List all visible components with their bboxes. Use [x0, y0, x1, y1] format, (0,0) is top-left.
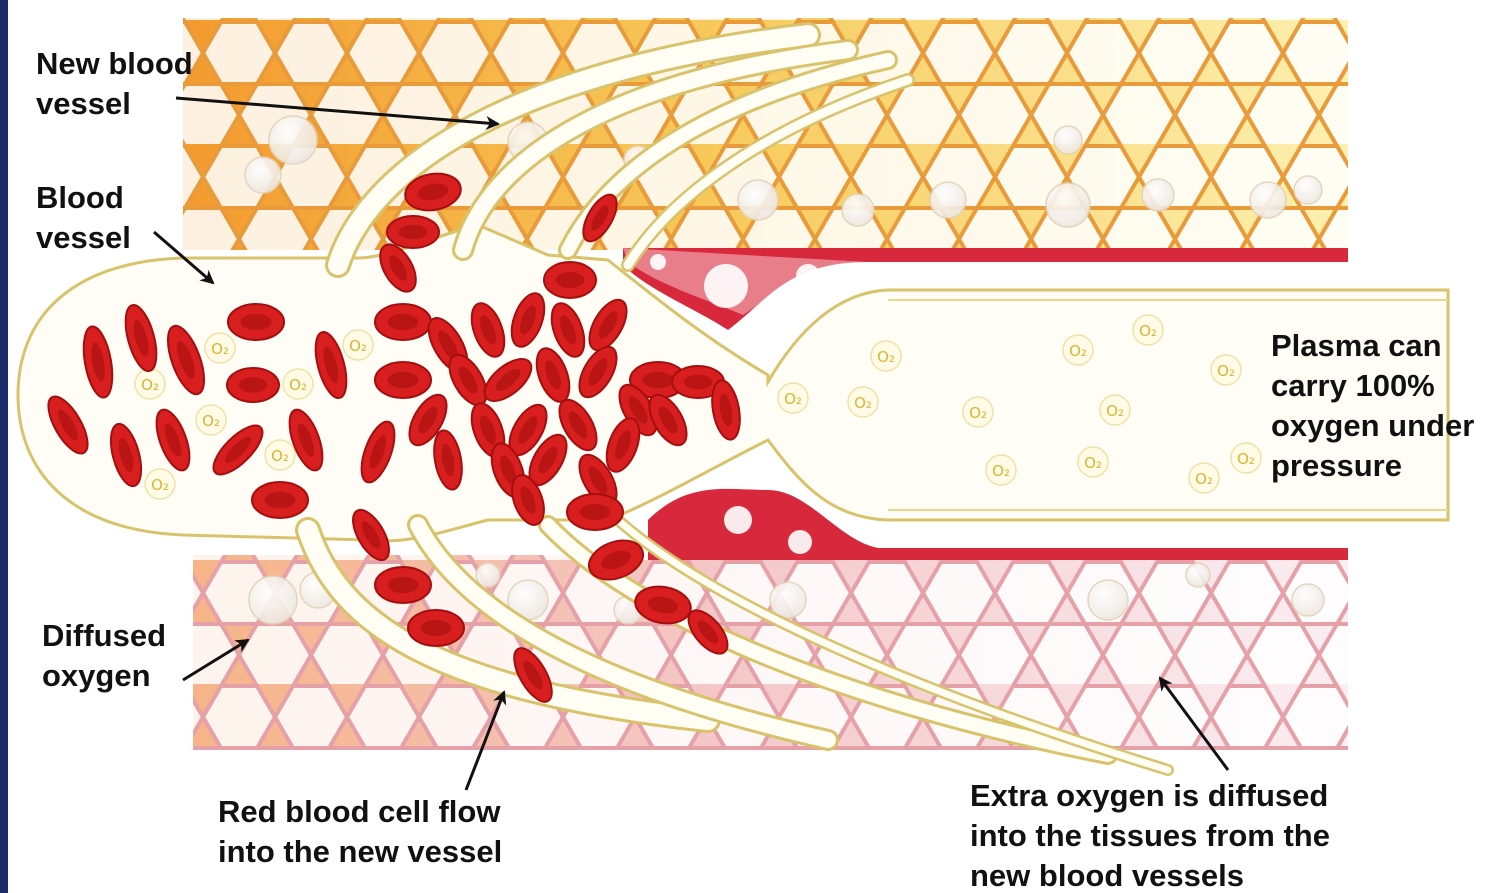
o2-molecule: O₂: [848, 387, 878, 417]
o2-molecule: O₂: [1211, 355, 1241, 385]
svg-text:O₂: O₂: [211, 340, 229, 358]
svg-text:O₂: O₂: [1237, 450, 1255, 468]
tissue-oxygen-bubble: [1292, 584, 1324, 616]
tissue-oxygen-bubble: [249, 576, 297, 624]
o2-molecule: O₂: [145, 469, 175, 499]
red-blood-cell: [375, 304, 431, 340]
svg-text:O₂: O₂: [992, 462, 1010, 480]
tissue-oxygen-bubble: [1054, 126, 1082, 154]
red-blood-cell: [387, 216, 439, 248]
o2-molecule: O₂: [1189, 463, 1219, 493]
o2-molecule: O₂: [343, 330, 373, 360]
o2-molecule: O₂: [1133, 315, 1163, 345]
o2-molecule: O₂: [778, 383, 808, 413]
o2-molecule: O₂: [1078, 447, 1108, 477]
o2-molecule: O₂: [871, 341, 901, 371]
svg-text:O₂: O₂: [969, 404, 987, 422]
label-blood-vessel: Blood vessel: [36, 178, 131, 258]
svg-text:O₂: O₂: [1195, 470, 1213, 488]
tissue-oxygen-bubble: [930, 182, 966, 218]
tissue-oxygen-bubble: [476, 563, 500, 587]
svg-text:O₂: O₂: [877, 348, 895, 366]
o2-molecule: O₂: [205, 333, 235, 363]
svg-text:O₂: O₂: [1084, 454, 1102, 472]
label-new-blood-vessel: New blood vessel: [36, 44, 193, 124]
svg-text:O₂: O₂: [151, 476, 169, 494]
svg-text:O₂: O₂: [1139, 322, 1157, 340]
label-extra-oxygen: Extra oxygen is diffused into the tissue…: [970, 776, 1330, 893]
svg-text:O₂: O₂: [271, 447, 289, 465]
red-blood-cell: [252, 482, 308, 518]
o2-molecule: O₂: [1231, 443, 1261, 473]
svg-text:O₂: O₂: [854, 394, 872, 412]
red-blood-cell: [544, 262, 596, 298]
tissue-oxygen-bubble: [1088, 580, 1128, 620]
tissue-oxygen-bubble: [842, 194, 874, 226]
o2-molecule: O₂: [283, 369, 313, 399]
red-blood-cell: [375, 567, 431, 603]
svg-text:O₂: O₂: [141, 376, 159, 394]
tissue-oxygen-bubble: [269, 116, 317, 164]
svg-text:O₂: O₂: [1217, 362, 1235, 380]
svg-text:O₂: O₂: [784, 390, 802, 408]
o2-molecule: O₂: [265, 440, 295, 470]
svg-text:O₂: O₂: [289, 376, 307, 394]
label-rbc-flow: Red blood cell flow into the new vessel: [218, 792, 502, 872]
tissue-oxygen-bubble: [1294, 176, 1322, 204]
o2-molecule: O₂: [963, 397, 993, 427]
label-plasma-oxygen: Plasma can carry 100% oxygen under press…: [1271, 326, 1474, 486]
svg-text:O₂: O₂: [349, 337, 367, 355]
o2-molecule: O₂: [986, 455, 1016, 485]
tissue-oxygen-bubble: [1250, 182, 1286, 218]
label-diffused-oxygen: Diffused oxygen: [42, 616, 166, 696]
svg-text:O₂: O₂: [202, 412, 220, 430]
o2-molecule: O₂: [1063, 335, 1093, 365]
tissue-oxygen-bubble: [738, 180, 778, 220]
tissue-oxygen-bubble: [1142, 179, 1174, 211]
tissue-oxygen-bubble: [1186, 563, 1210, 587]
svg-text:O₂: O₂: [1106, 402, 1124, 420]
tissue-oxygen-bubble: [1046, 183, 1090, 227]
o2-molecule: O₂: [1100, 395, 1130, 425]
red-blood-cell: [228, 304, 284, 340]
red-blood-cell: [227, 368, 279, 402]
diagram-canvas: O₂ O₂ O₂ O₂ O₂ O₂ O₂ O₂ O₂ O₂ O₂ O₂ O₂ O₂ O₂ O₂ O₂ O₂ O₂ N…: [8, 0, 1496, 893]
red-blood-cell: [375, 362, 431, 398]
red-blood-cell: [408, 610, 464, 646]
o2-molecule: O₂: [196, 405, 226, 435]
o2-molecule: O₂: [135, 369, 165, 399]
svg-text:O₂: O₂: [1069, 342, 1087, 360]
tissue-oxygen-bubble: [245, 157, 281, 193]
red-blood-cell: [567, 494, 623, 530]
tissue-oxygen-bubble: [770, 582, 806, 618]
